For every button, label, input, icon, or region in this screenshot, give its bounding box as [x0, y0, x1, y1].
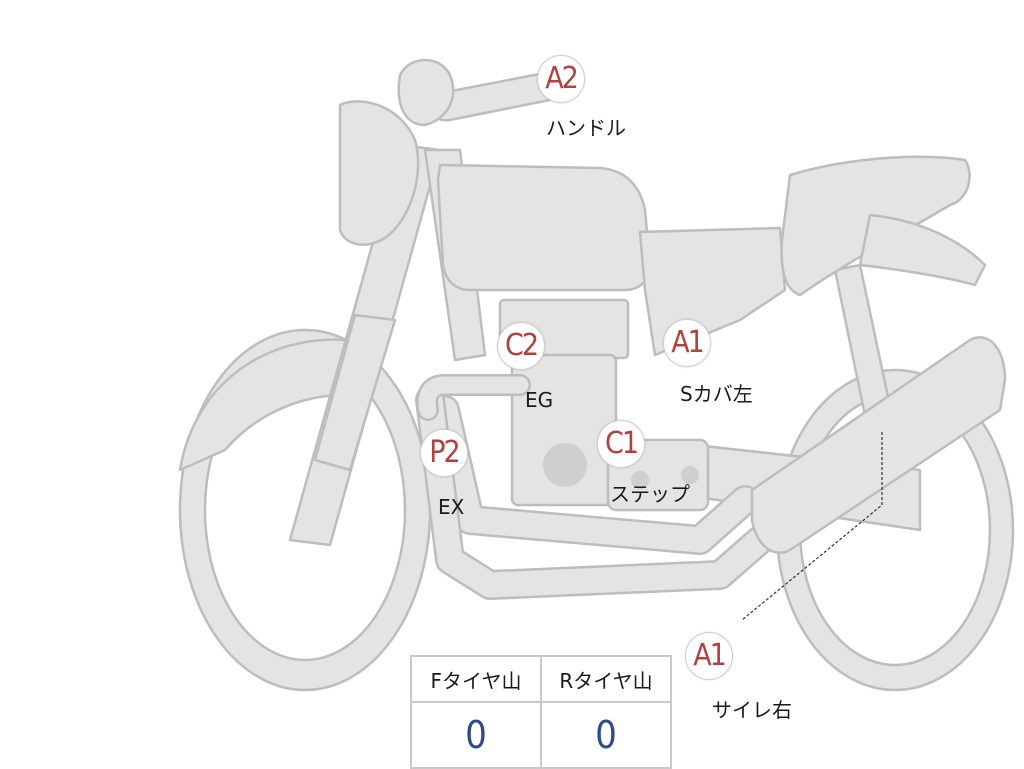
fork-cover: [313, 313, 397, 472]
label-engine: EG: [525, 388, 554, 412]
label-step: ステップ: [610, 482, 690, 506]
grade-badge-exhaust: P2: [420, 429, 468, 477]
label-exhaust: EX: [438, 495, 465, 519]
headlight: [338, 100, 420, 246]
grade-badge-step: C1: [597, 420, 645, 468]
grade-badge-muffler-right: A1: [685, 632, 733, 680]
mirror: [397, 58, 455, 127]
grade-badge-side-cover-left: A1: [663, 319, 711, 367]
front-tire-header: Fタイヤ山: [410, 655, 542, 703]
leader-line: [741, 432, 883, 621]
rear-tire-header: Rタイヤ山: [540, 655, 672, 703]
side-cover: [638, 226, 787, 357]
rear-tire-value: 0: [540, 701, 672, 769]
label-side-cover-left: Sカバ左: [680, 382, 753, 406]
grade-badge-handle: A2: [537, 55, 585, 103]
label-handle: ハンドル: [546, 116, 626, 140]
tail-cowl: [858, 213, 987, 287]
front-tire-value: 0: [410, 701, 542, 769]
label-muffler-right: サイレ右: [712, 698, 792, 722]
tire-tread-table: Fタイヤ山 Rタイヤ山 0 0: [410, 655, 672, 769]
fuel-tank: [436, 163, 652, 292]
grade-badge-engine: C2: [497, 322, 545, 370]
muffler: [750, 336, 1007, 554]
